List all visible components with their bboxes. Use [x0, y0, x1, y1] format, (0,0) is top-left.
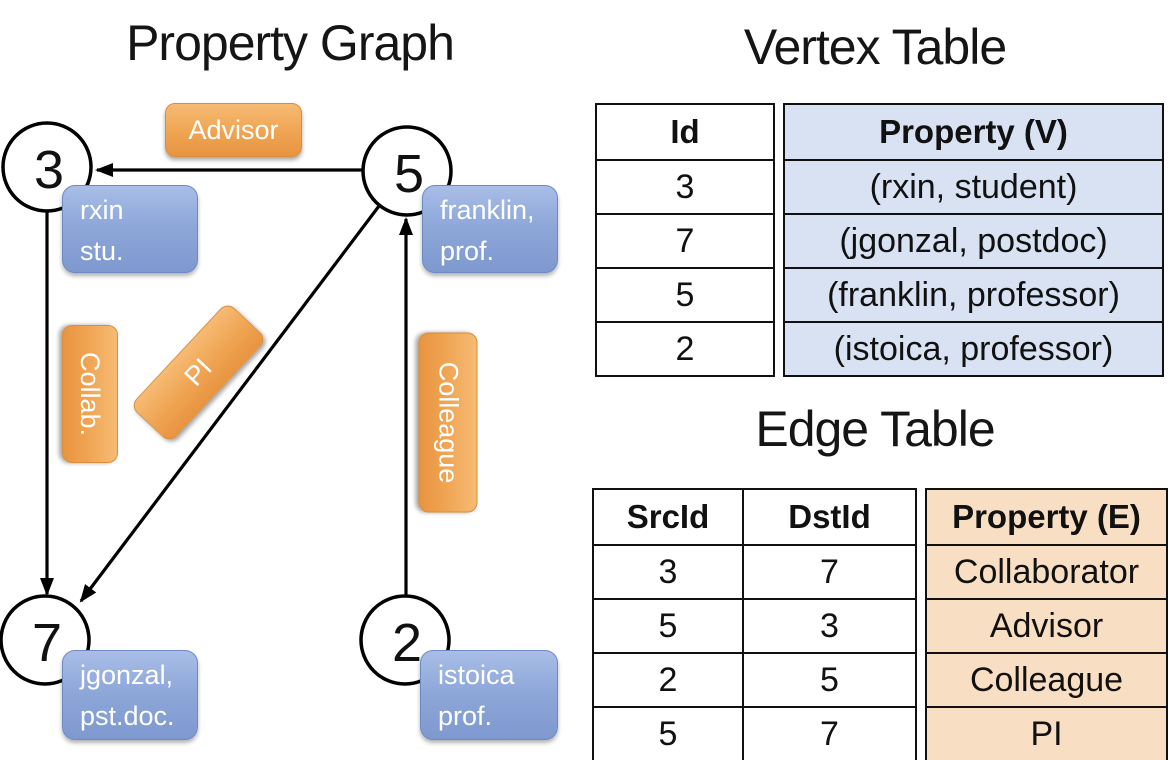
- vertex-property-cell: (jgonzal, postdoc): [785, 213, 1162, 267]
- vertex-property-header: Property (V): [879, 113, 1068, 150]
- node-3-id: 3: [34, 140, 64, 200]
- edge-src-cell: 2: [594, 652, 742, 706]
- edge-property-cell: PI: [927, 706, 1166, 760]
- property-graph-title: Property Graph: [126, 15, 455, 71]
- edge-src-cell: 5: [594, 598, 742, 652]
- edge-property-cell: Colleague: [927, 652, 1166, 706]
- edge-property-cell: Collaborator: [927, 544, 1166, 598]
- node-2-id: 2: [392, 613, 422, 673]
- node-2-property-line2: prof.: [438, 701, 493, 731]
- edge-property-header: Property (E): [952, 498, 1141, 535]
- vertex-id-cell: 3: [597, 159, 773, 213]
- node-7-property-line1: jgonzal,: [80, 660, 174, 690]
- vertex-table: Id 3 7 5 2 Property (V) (rxin, student) …: [595, 103, 1164, 377]
- edge-table-title: Edge Table: [755, 401, 995, 457]
- node-5-property-line1: franklin,: [440, 195, 535, 225]
- node-7-id: 7: [32, 613, 62, 673]
- node-2-property-line1: istoica: [438, 660, 515, 690]
- edge-src-cell: 5: [594, 706, 742, 760]
- edge-label-collab: Collab.: [62, 325, 118, 463]
- vertex-id-cell: 7: [597, 213, 773, 267]
- node-5-property-box: franklin, prof.: [422, 185, 558, 273]
- edge-dst-cell: 3: [744, 598, 915, 652]
- vertex-property-cell: (franklin, professor): [785, 267, 1162, 321]
- node-5-property-line2: prof.: [440, 236, 495, 266]
- edge-dst-cell: 7: [744, 706, 915, 760]
- edge-pi-arrow: [79, 205, 381, 603]
- node-2-property-box: istoica prof.: [420, 650, 558, 740]
- node-5-id: 5: [394, 144, 424, 204]
- node-7-property-box: jgonzal, pst.doc.: [62, 650, 198, 740]
- edge-src-header: SrcId: [626, 498, 710, 535]
- edge-label-colleague: Colleague: [418, 332, 478, 513]
- node-7-property-line2: pst.doc.: [80, 701, 175, 731]
- vertex-table-property-column: Property (V) (rxin, student) (jgonzal, p…: [783, 103, 1164, 377]
- node-3-property-line2: stu.: [80, 236, 124, 266]
- edge-dst-cell: 7: [744, 544, 915, 598]
- edge-label-advisor: Advisor: [165, 103, 302, 157]
- edge-src-cell: 3: [594, 544, 742, 598]
- edge-property-cell: Advisor: [927, 598, 1166, 652]
- edge-dst-header: DstId: [788, 498, 871, 535]
- edge-table-id-columns: SrcId 3 5 2 5 DstId 7 3 5 7: [592, 488, 917, 760]
- vertex-id-header: Id: [670, 113, 700, 150]
- vertex-property-cell: (rxin, student): [785, 159, 1162, 213]
- node-3-property-box: rxin stu.: [62, 185, 198, 273]
- node-3-property-line1: rxin: [80, 195, 124, 225]
- edge-table-src-column: SrcId 3 5 2 5: [594, 490, 742, 760]
- edge-table-property-column: Property (E) Collaborator Advisor Collea…: [925, 488, 1168, 760]
- vertex-table-title: Vertex Table: [743, 19, 1007, 75]
- edge-table: SrcId 3 5 2 5 DstId 7 3 5 7 Property (E)…: [592, 488, 1168, 760]
- vertex-property-cell: (istoica, professor): [785, 321, 1162, 375]
- edge-dst-cell: 5: [744, 652, 915, 706]
- vertex-id-cell: 5: [597, 267, 773, 321]
- vertex-id-cell: 2: [597, 321, 773, 375]
- vertex-table-id-column: Id 3 7 5 2: [595, 103, 775, 377]
- edge-table-dst-column: DstId 7 3 5 7: [742, 490, 915, 760]
